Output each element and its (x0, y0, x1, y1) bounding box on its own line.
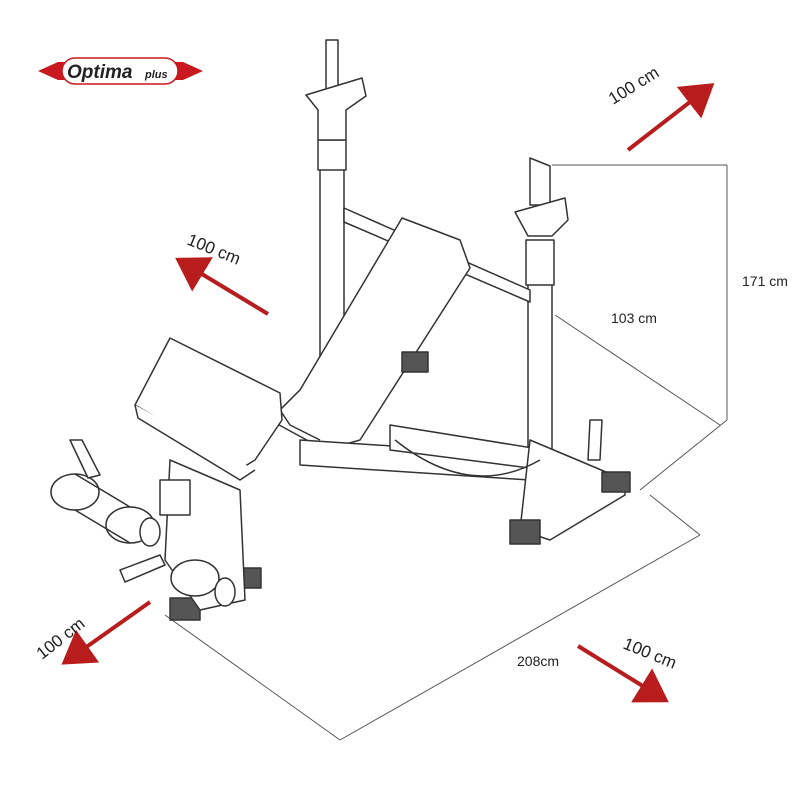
leg-roller (50, 473, 100, 511)
brand-logo: Optima plus (38, 57, 203, 85)
length-dimension-line (164, 614, 341, 741)
logo-brand-text: Optima (67, 62, 133, 83)
clearance-label-bottom-left: 100 cm (33, 614, 89, 663)
logo-left-chevron (38, 62, 58, 80)
width-dimension-line (554, 314, 721, 426)
arrow-bottom-left (61, 600, 152, 665)
clearance-label-top-left: 100 cm (185, 230, 244, 269)
foot-pad (509, 519, 541, 545)
dimension-lines (164, 164, 728, 741)
logo-suffix-text: plus (144, 69, 168, 81)
arrow-bottom-right (576, 644, 669, 703)
clearance-label-bottom-right: 100 cm (621, 634, 680, 673)
width-dimension-label: 103 cm (611, 310, 657, 326)
length-dimension-label: 208cm (517, 653, 559, 669)
logo-right-chevron (183, 62, 203, 80)
weight-bench-illustration (50, 39, 631, 621)
height-dimension-label: 171 cm (742, 273, 788, 289)
clearance-arrows (61, 83, 715, 703)
clearance-label-top-right: 100 cm (605, 63, 662, 109)
arrow-top-left (175, 257, 270, 316)
arrow-top-right (626, 83, 715, 152)
